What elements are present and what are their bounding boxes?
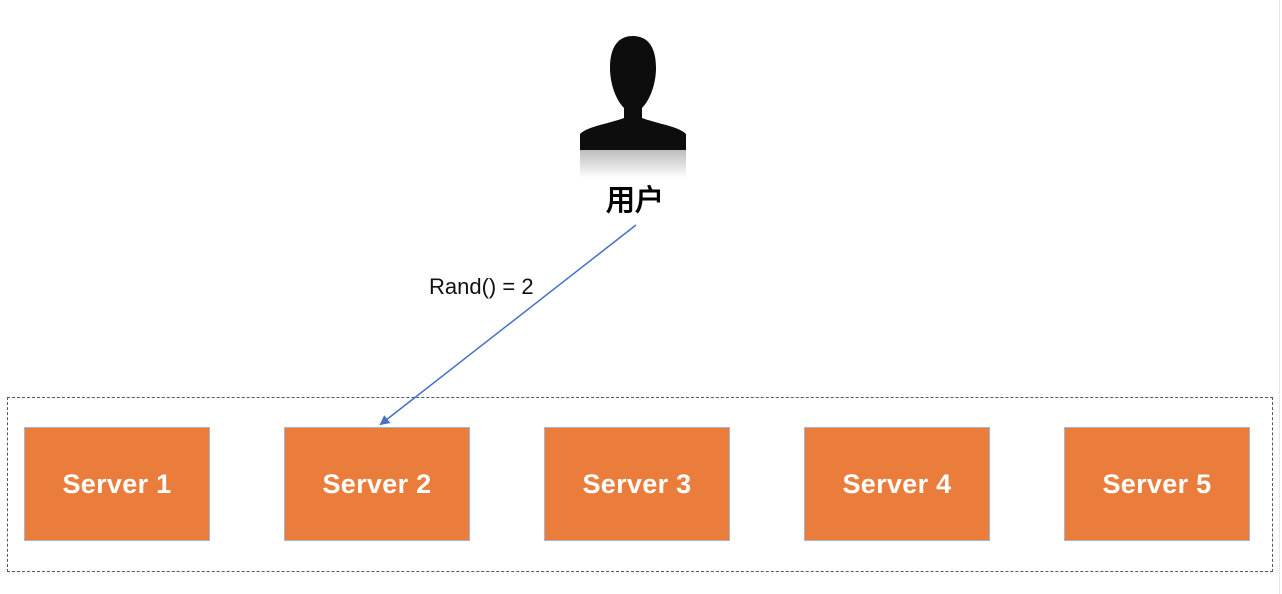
server-node-2: Server 2 <box>284 427 470 541</box>
user-label: 用户 <box>605 183 664 217</box>
edge-label: Rand() = 2 <box>429 274 534 299</box>
server-node-4: Server 4 <box>804 427 990 541</box>
server-label: Server 3 <box>582 468 692 499</box>
server-label: Server 1 <box>62 468 172 499</box>
server-node-5: Server 5 <box>1064 427 1250 541</box>
server-node-3: Server 3 <box>544 427 730 541</box>
server-label: Server 5 <box>1102 468 1212 499</box>
canvas-edge-line <box>1279 0 1280 594</box>
server-label: Server 2 <box>322 468 432 499</box>
server-cluster <box>7 397 1273 572</box>
user-silhouette-icon <box>580 36 686 178</box>
server-label: Server 4 <box>842 468 952 499</box>
request-arrow <box>379 224 637 426</box>
server-node-1: Server 1 <box>24 427 210 541</box>
